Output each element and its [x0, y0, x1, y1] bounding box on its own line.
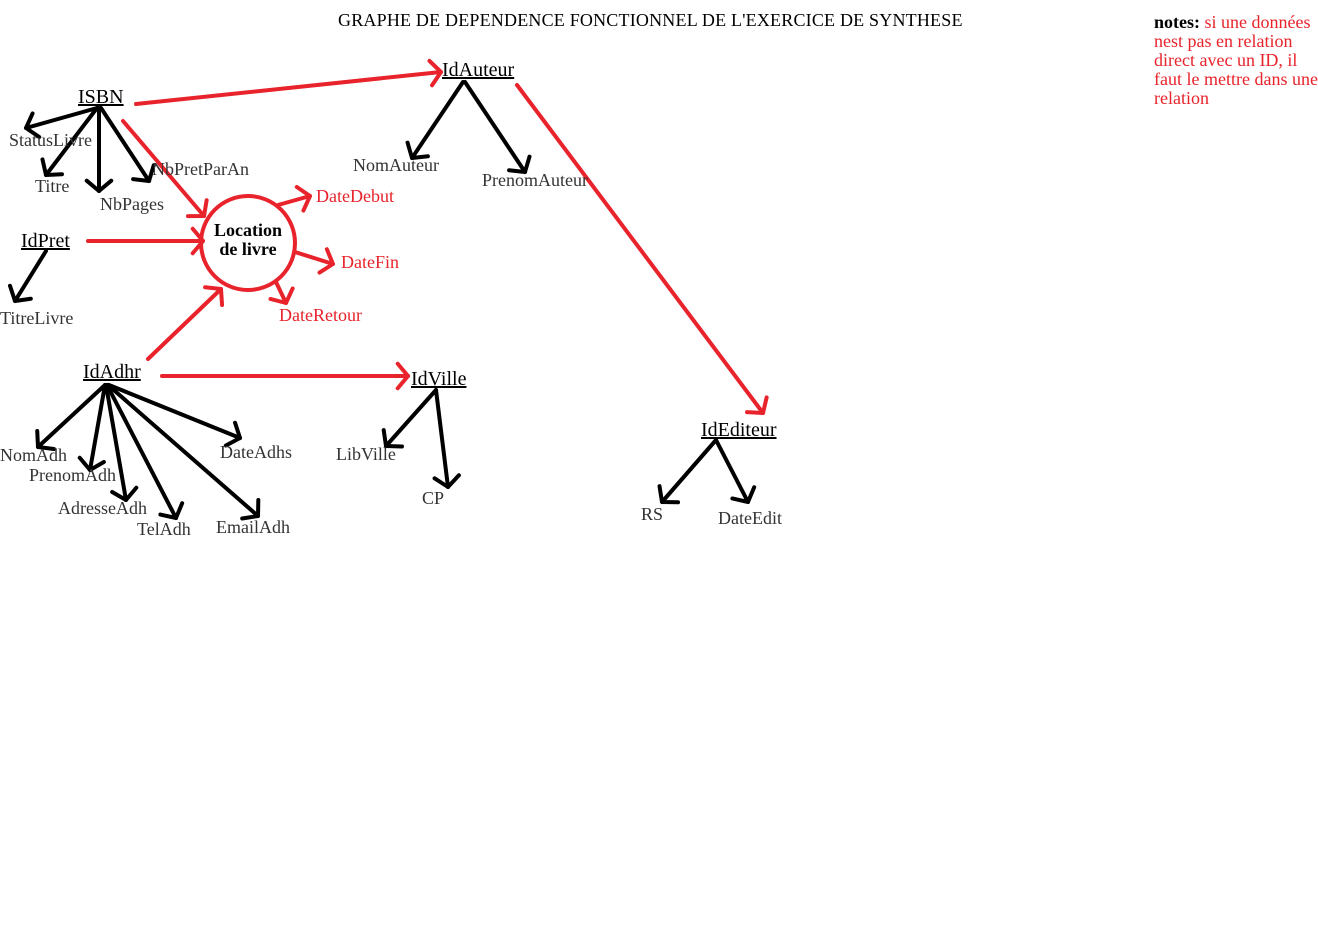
- node-date-adhs: DateAdhs: [220, 442, 292, 462]
- node-id-adhr: IdAdhr: [83, 361, 141, 383]
- node-tel-adh: TelAdh: [137, 519, 191, 539]
- arrow-idadhr-location: [146, 285, 225, 361]
- node-date-retour: DateRetour: [279, 305, 362, 325]
- node-id-pret: IdPret: [21, 230, 70, 252]
- location-line-2: de livre: [219, 239, 277, 259]
- arrow-isbn-titre: [40, 106, 99, 177]
- node-id-editeur: IdEditeur: [701, 419, 777, 441]
- arrow-idediteur-rs: [657, 438, 718, 505]
- arrow-idadhr-prenom-adh: [77, 383, 107, 472]
- arrow-idadhr-date-adhs: [107, 383, 242, 448]
- arrow-location-date-fin: [293, 247, 335, 275]
- node-prenom-auteur: PrenomAuteur: [482, 170, 588, 190]
- node-nom-auteur: NomAuteur: [353, 155, 439, 175]
- arrow-idadhr-tel-adh: [105, 383, 185, 520]
- node-titre-livre: TitreLivre: [0, 308, 74, 328]
- arrow-idauteur-nom-auteur: [405, 80, 465, 160]
- node-rs: RS: [641, 504, 664, 524]
- arrow-isbn-nb-pret-par-an: [99, 106, 156, 183]
- node-status-livre: StatusLivre: [9, 130, 92, 150]
- arrow-idadhr-idville: [160, 361, 410, 391]
- node-prenom-adh: PrenomAdh: [29, 465, 116, 485]
- arrow-idauteur-prenom-auteur: [463, 80, 532, 174]
- arrow-idville-lib-ville: [381, 388, 438, 449]
- arrow-idville-cp: [432, 388, 461, 489]
- arrow-idadhr-email-adh: [106, 383, 261, 521]
- arrow-isbn-nb-pages: [84, 106, 114, 193]
- arrow-idadhr-nom-adh: [35, 383, 107, 452]
- arrow-isbn-idauteur: [134, 58, 443, 106]
- node-location-de-livre: Location de livre: [198, 221, 298, 259]
- node-lib-ville: LibVille: [336, 444, 396, 464]
- node-nb-pret-par-an: NbPretParAn: [152, 159, 249, 179]
- notes-text: si une données nest pas en relation dire…: [1154, 12, 1318, 108]
- arrow-isbn-location: [121, 119, 209, 219]
- arrow-idpret-titre-livre: [8, 249, 48, 303]
- location-circle: [199, 194, 297, 292]
- node-email-adh: EmailAdh: [216, 517, 290, 537]
- node-isbn: ISBN: [78, 86, 124, 108]
- node-titre: Titre: [35, 176, 70, 196]
- node-id-ville: IdVille: [411, 368, 467, 390]
- node-date-edit: DateEdit: [718, 508, 782, 528]
- node-cp: CP: [422, 488, 445, 508]
- arrow-idpret-location: [86, 226, 205, 256]
- node-date-debut: DateDebut: [316, 186, 394, 206]
- node-nom-adh: NomAdh: [0, 445, 67, 465]
- arrow-location-date-debut: [276, 184, 312, 213]
- notes-label: notes:: [1154, 12, 1200, 32]
- arrow-location-date-retour: [268, 280, 295, 305]
- notes-block: notes: si une données nest pas en relati…: [1154, 13, 1318, 108]
- arrow-idediteur-date-edit: [714, 438, 757, 504]
- node-date-fin: DateFin: [341, 252, 399, 272]
- node-adresse-adh: AdresseAdh: [58, 498, 147, 518]
- arrow-idadhr-adresse-adh: [104, 383, 139, 502]
- node-nb-pages: NbPages: [100, 194, 164, 214]
- location-line-1: Location: [213, 220, 282, 240]
- arrow-idauteur-idediteur: [515, 83, 769, 415]
- arrow-isbn-status-livre: [24, 106, 99, 140]
- node-id-auteur: IdAuteur: [442, 59, 515, 81]
- page-title: GRAPHE DE DEPENDENCE FONCTIONNEL DE L'EX…: [338, 10, 963, 30]
